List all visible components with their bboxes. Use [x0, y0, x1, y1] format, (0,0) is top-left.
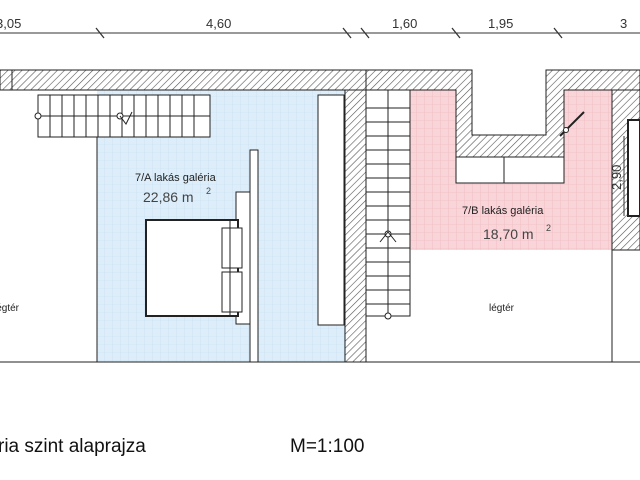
room-a-name: 7/A lakás galéria: [135, 172, 217, 184]
dim-label-4: 1,95: [488, 16, 513, 31]
caption-scale: M=1:100: [290, 436, 364, 457]
room-b-name: 7/B lakás galéria: [462, 205, 544, 217]
dim-label-3: 1,60: [392, 16, 417, 31]
room-a-area-sup: 2: [206, 186, 211, 196]
caption-title: ria szint alaprajza: [0, 436, 146, 457]
legter-left-label: légtér: [0, 303, 20, 314]
stair-right: [365, 89, 411, 320]
room-b-area-sup: 2: [546, 223, 551, 233]
room-a-area: 22,86 m: [143, 189, 194, 205]
room-b-details: [455, 111, 640, 217]
side-dim-label: 2,90: [609, 165, 624, 190]
outline: [0, 136, 640, 363]
dimension-line: 3,05 4,60 1,60 1,95 3: [0, 16, 640, 39]
legter-right-label: légtér: [489, 303, 515, 314]
dim-label-5: 3: [620, 16, 627, 31]
side-dimension: 2,90: [609, 136, 625, 216]
dim-label-1: 3,05: [0, 16, 21, 31]
room-b-area: 18,70 m: [483, 226, 534, 242]
dim-label-2: 4,60: [206, 16, 231, 31]
stair-left: [34, 94, 211, 138]
room-a-furniture: [145, 94, 345, 363]
